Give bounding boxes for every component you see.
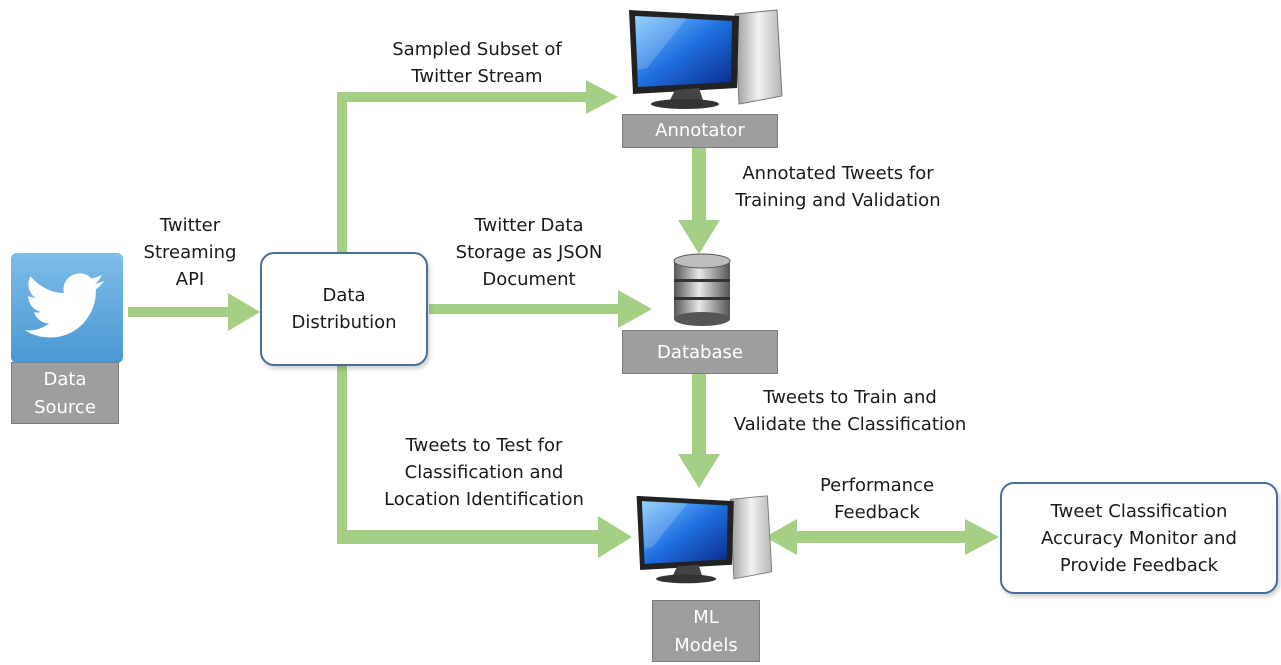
computer-monitor-icon [636, 495, 773, 584]
arrow-distribution-to-database [429, 290, 652, 328]
ml-models-label: ML Models [652, 600, 760, 662]
annotator-label: Annotator [622, 114, 778, 148]
data-source-label: Data Source [11, 362, 119, 424]
edge-label-annotated-tweets: Annotated Tweets for Training and Valida… [735, 163, 941, 211]
edge-label-test-classification: Tweets to Test for Classification and Lo… [384, 435, 584, 510]
edge-label-sampled-subset: Sampled Subset of Twitter Stream [392, 39, 562, 87]
computer-monitor-icon [629, 9, 783, 109]
accuracy-monitor-node: Tweet Classification Accuracy Monitor an… [1000, 482, 1278, 594]
database-cylinder-icon [673, 253, 731, 326]
edge-label-performance-feedback: Performance Feedback [819, 475, 935, 523]
arrow-annotator-to-database [678, 148, 720, 254]
edge-label-streaming-api: Twitter Streaming API [143, 215, 237, 290]
arrow-distribution-to-annotator [337, 80, 618, 252]
database-label: Database [622, 330, 778, 374]
arrow-distribution-to-ml-models [337, 366, 632, 558]
edge-label-data-storage: Twitter Data Storage as JSON Document [455, 215, 603, 290]
twitter-bird-icon [11, 253, 123, 363]
data-distribution-node: Data Distribution [260, 252, 428, 366]
edge-label-train-validate: Tweets to Train and Validate the Classif… [733, 387, 967, 435]
arrow-ml-models-monitor-feedback [765, 519, 999, 555]
arrow-database-to-ml-models [678, 374, 720, 488]
arrow-source-to-distribution [128, 293, 260, 331]
